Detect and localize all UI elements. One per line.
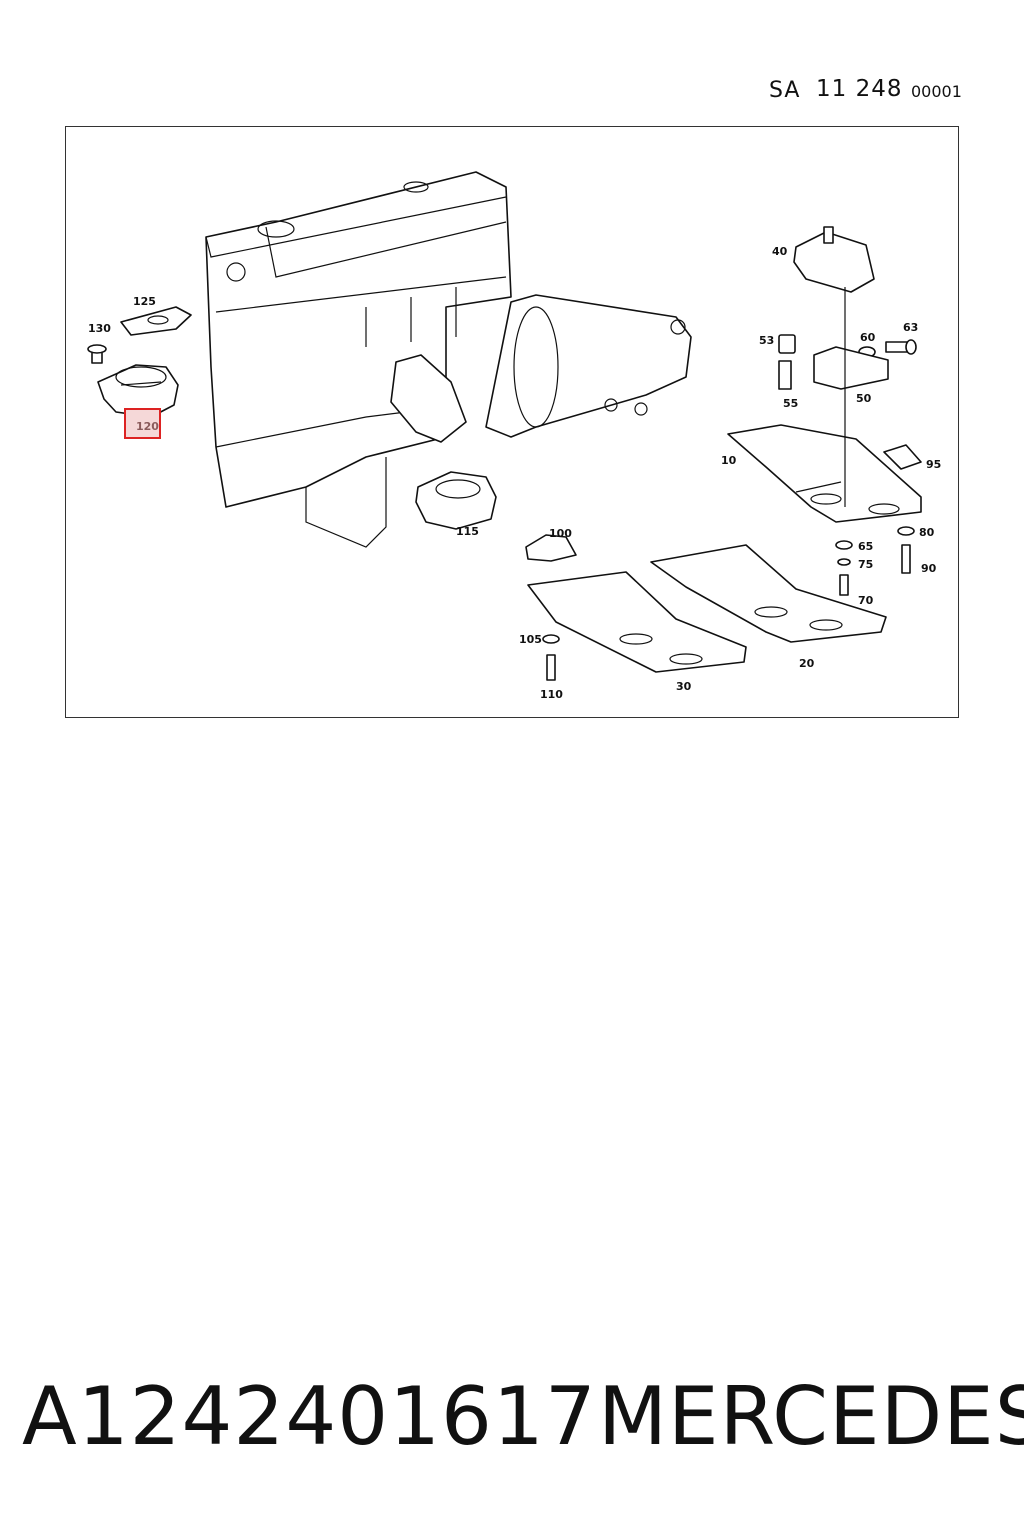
washers-and-bolts (542, 526, 915, 681)
callout-105: 105 (519, 633, 542, 646)
callout-100: 100 (549, 527, 572, 540)
callout-120: 120 (136, 420, 159, 433)
callout-63: 63 (903, 321, 918, 334)
part-120-engine-mount (97, 364, 179, 418)
transmission-illustration (390, 294, 692, 443)
highlight-box-120 (124, 408, 161, 439)
exploded-parts-diagram: 125 130 120 115 40 53 55 60 63 50 10 95 … (65, 126, 959, 718)
callout-90: 90 (921, 562, 937, 575)
callout-10: 10 (721, 454, 737, 467)
header-sa-code: SA (769, 78, 801, 103)
callout-130: 130 (88, 322, 111, 335)
header-group-number: 11 248 (816, 76, 903, 102)
part-100-bracket (525, 534, 577, 562)
callout-40: 40 (772, 245, 788, 258)
part-40-transmission-mount (793, 226, 875, 293)
callout-53: 53 (759, 334, 774, 347)
part-115-mount (415, 471, 497, 530)
callout-20: 20 (799, 657, 815, 670)
diagram-header: SA 11 248 00001 (0, 72, 1024, 112)
footer-caption: A1242401617 MERCEDES (0, 1370, 1024, 1470)
callout-125: 125 (133, 295, 156, 308)
small-hardware-group (778, 334, 917, 390)
part-95-clip (883, 444, 922, 470)
callout-30: 30 (676, 680, 692, 693)
callout-50: 50 (856, 392, 872, 405)
callout-80: 80 (919, 526, 935, 539)
callout-110: 110 (540, 688, 563, 701)
callout-60: 60 (860, 331, 876, 344)
engine-mount-diagram-svg: 125 130 120 115 40 53 55 60 63 50 10 95 … (87, 171, 941, 701)
callout-70: 70 (858, 594, 874, 607)
callout-55: 55 (783, 397, 798, 410)
part-130-bolt (87, 344, 107, 364)
part-125-shield (120, 306, 192, 336)
callout-115: 115 (456, 525, 479, 538)
part-30-crossmember (527, 571, 747, 673)
callout-95: 95 (926, 458, 941, 471)
part-10-crossmember (727, 424, 922, 523)
callout-75: 75 (858, 558, 873, 571)
part-number: A1242401617 (22, 1370, 597, 1463)
header-sequence-number: 00001 (911, 82, 962, 101)
part-20-crossmember (650, 544, 887, 643)
brand-name: MERCEDES (598, 1370, 1024, 1463)
callout-65: 65 (858, 540, 873, 553)
